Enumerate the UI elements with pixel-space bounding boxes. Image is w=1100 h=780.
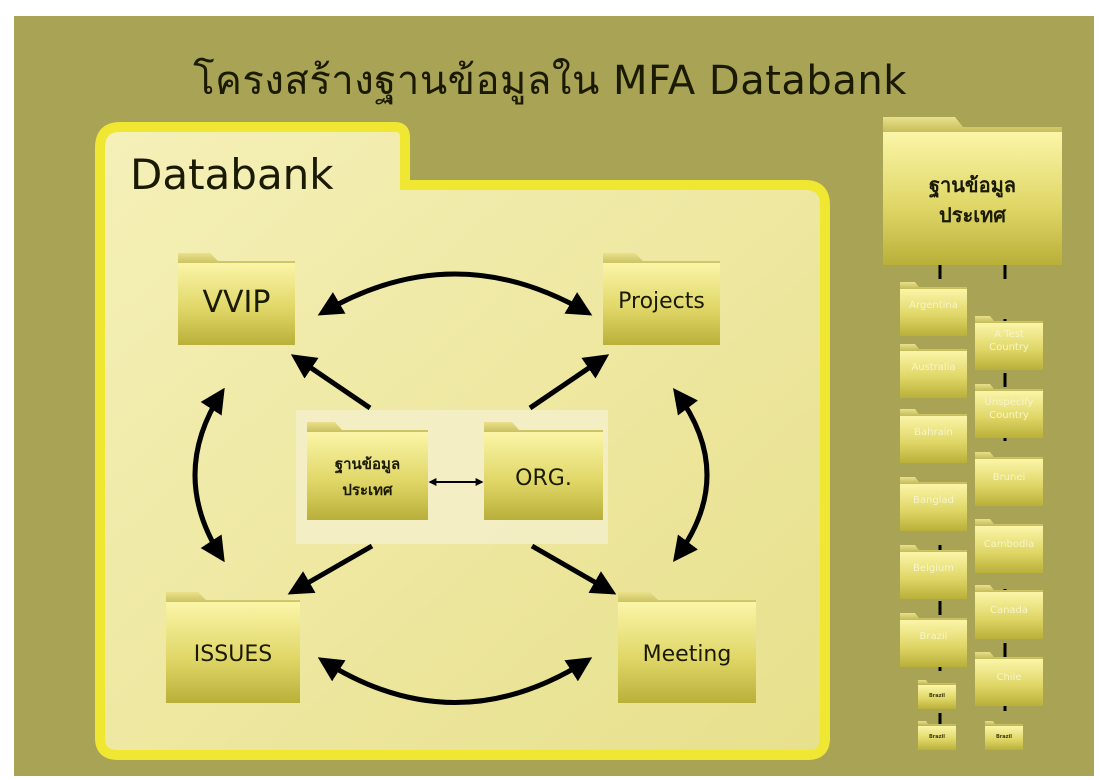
arrow-center-projects	[528, 354, 610, 411]
country-item-line2: Country	[989, 342, 1029, 353]
vvip-folder-shape	[178, 253, 295, 345]
country-header-line1: ฐานข้อมูล	[928, 173, 1017, 197]
country-db-label-line2: ประเทศ	[342, 481, 393, 499]
page-title: โครงสร้างฐานข้อมูลใน MFA Databank	[193, 58, 907, 104]
projects-folder-shape	[603, 253, 720, 345]
country-item: Belgium	[913, 563, 954, 574]
issues-label: ISSUES	[193, 642, 273, 667]
issues-folder-shape	[166, 592, 300, 703]
country-db-label-line1: ฐานข้อมูล	[334, 455, 401, 473]
arrow-issues-meeting	[317, 657, 593, 705]
meeting-folder-shape	[618, 592, 756, 703]
country-item: Brazil	[919, 631, 948, 642]
country-item-line1: A Test	[994, 329, 1024, 340]
org-label: ORG.	[515, 466, 572, 491]
arrow-vvip-projects	[317, 271, 593, 316]
mini-folder-label: Brazil	[996, 734, 1012, 740]
country-item: Cambodia	[983, 539, 1035, 550]
country-item: Brunei	[992, 472, 1026, 483]
mini-folder-label: Brazil	[929, 693, 945, 699]
country-item-line2: Country	[989, 410, 1029, 421]
country-db-label: ฐานข้อมูล ประเทศ	[307, 451, 428, 503]
mini-folder-shapes	[918, 680, 1023, 750]
vvip-label: VVIP	[202, 285, 271, 320]
left-country-folder-shapes	[900, 282, 967, 667]
org-folder-shape	[484, 422, 603, 520]
country-item: Unspecify Country	[975, 396, 1043, 422]
country-header-label: ฐานข้อมูล ประเทศ	[883, 170, 1062, 230]
country-item: Chile	[996, 672, 1022, 683]
country-item-line1: Unspecify	[984, 397, 1034, 408]
databank-label: Databank	[130, 150, 334, 199]
right-country-folder-shapes	[975, 316, 1043, 706]
country-item: Bahrain	[914, 427, 953, 438]
country-item: A Test Country	[975, 328, 1043, 354]
meeting-label: Meeting	[642, 642, 732, 667]
arrow-center-meeting	[530, 543, 617, 595]
country-item: Australia	[911, 362, 956, 373]
arrow-center-issues	[287, 543, 374, 595]
arrow-center-vvip	[290, 354, 372, 411]
projects-label: Projects	[618, 289, 705, 314]
country-header-line2: ประเทศ	[939, 203, 1006, 227]
country-header-folder-shape	[883, 117, 1062, 265]
country-item: Argentina	[909, 300, 958, 311]
country-db-folder-shape	[307, 422, 428, 520]
arrow-vvip-issues	[192, 387, 225, 563]
mini-folder-label: Brazil	[929, 734, 945, 740]
country-item: Banglad	[913, 495, 954, 506]
country-item: Canada	[989, 605, 1029, 616]
arrow-projects-meeting	[673, 387, 710, 563]
